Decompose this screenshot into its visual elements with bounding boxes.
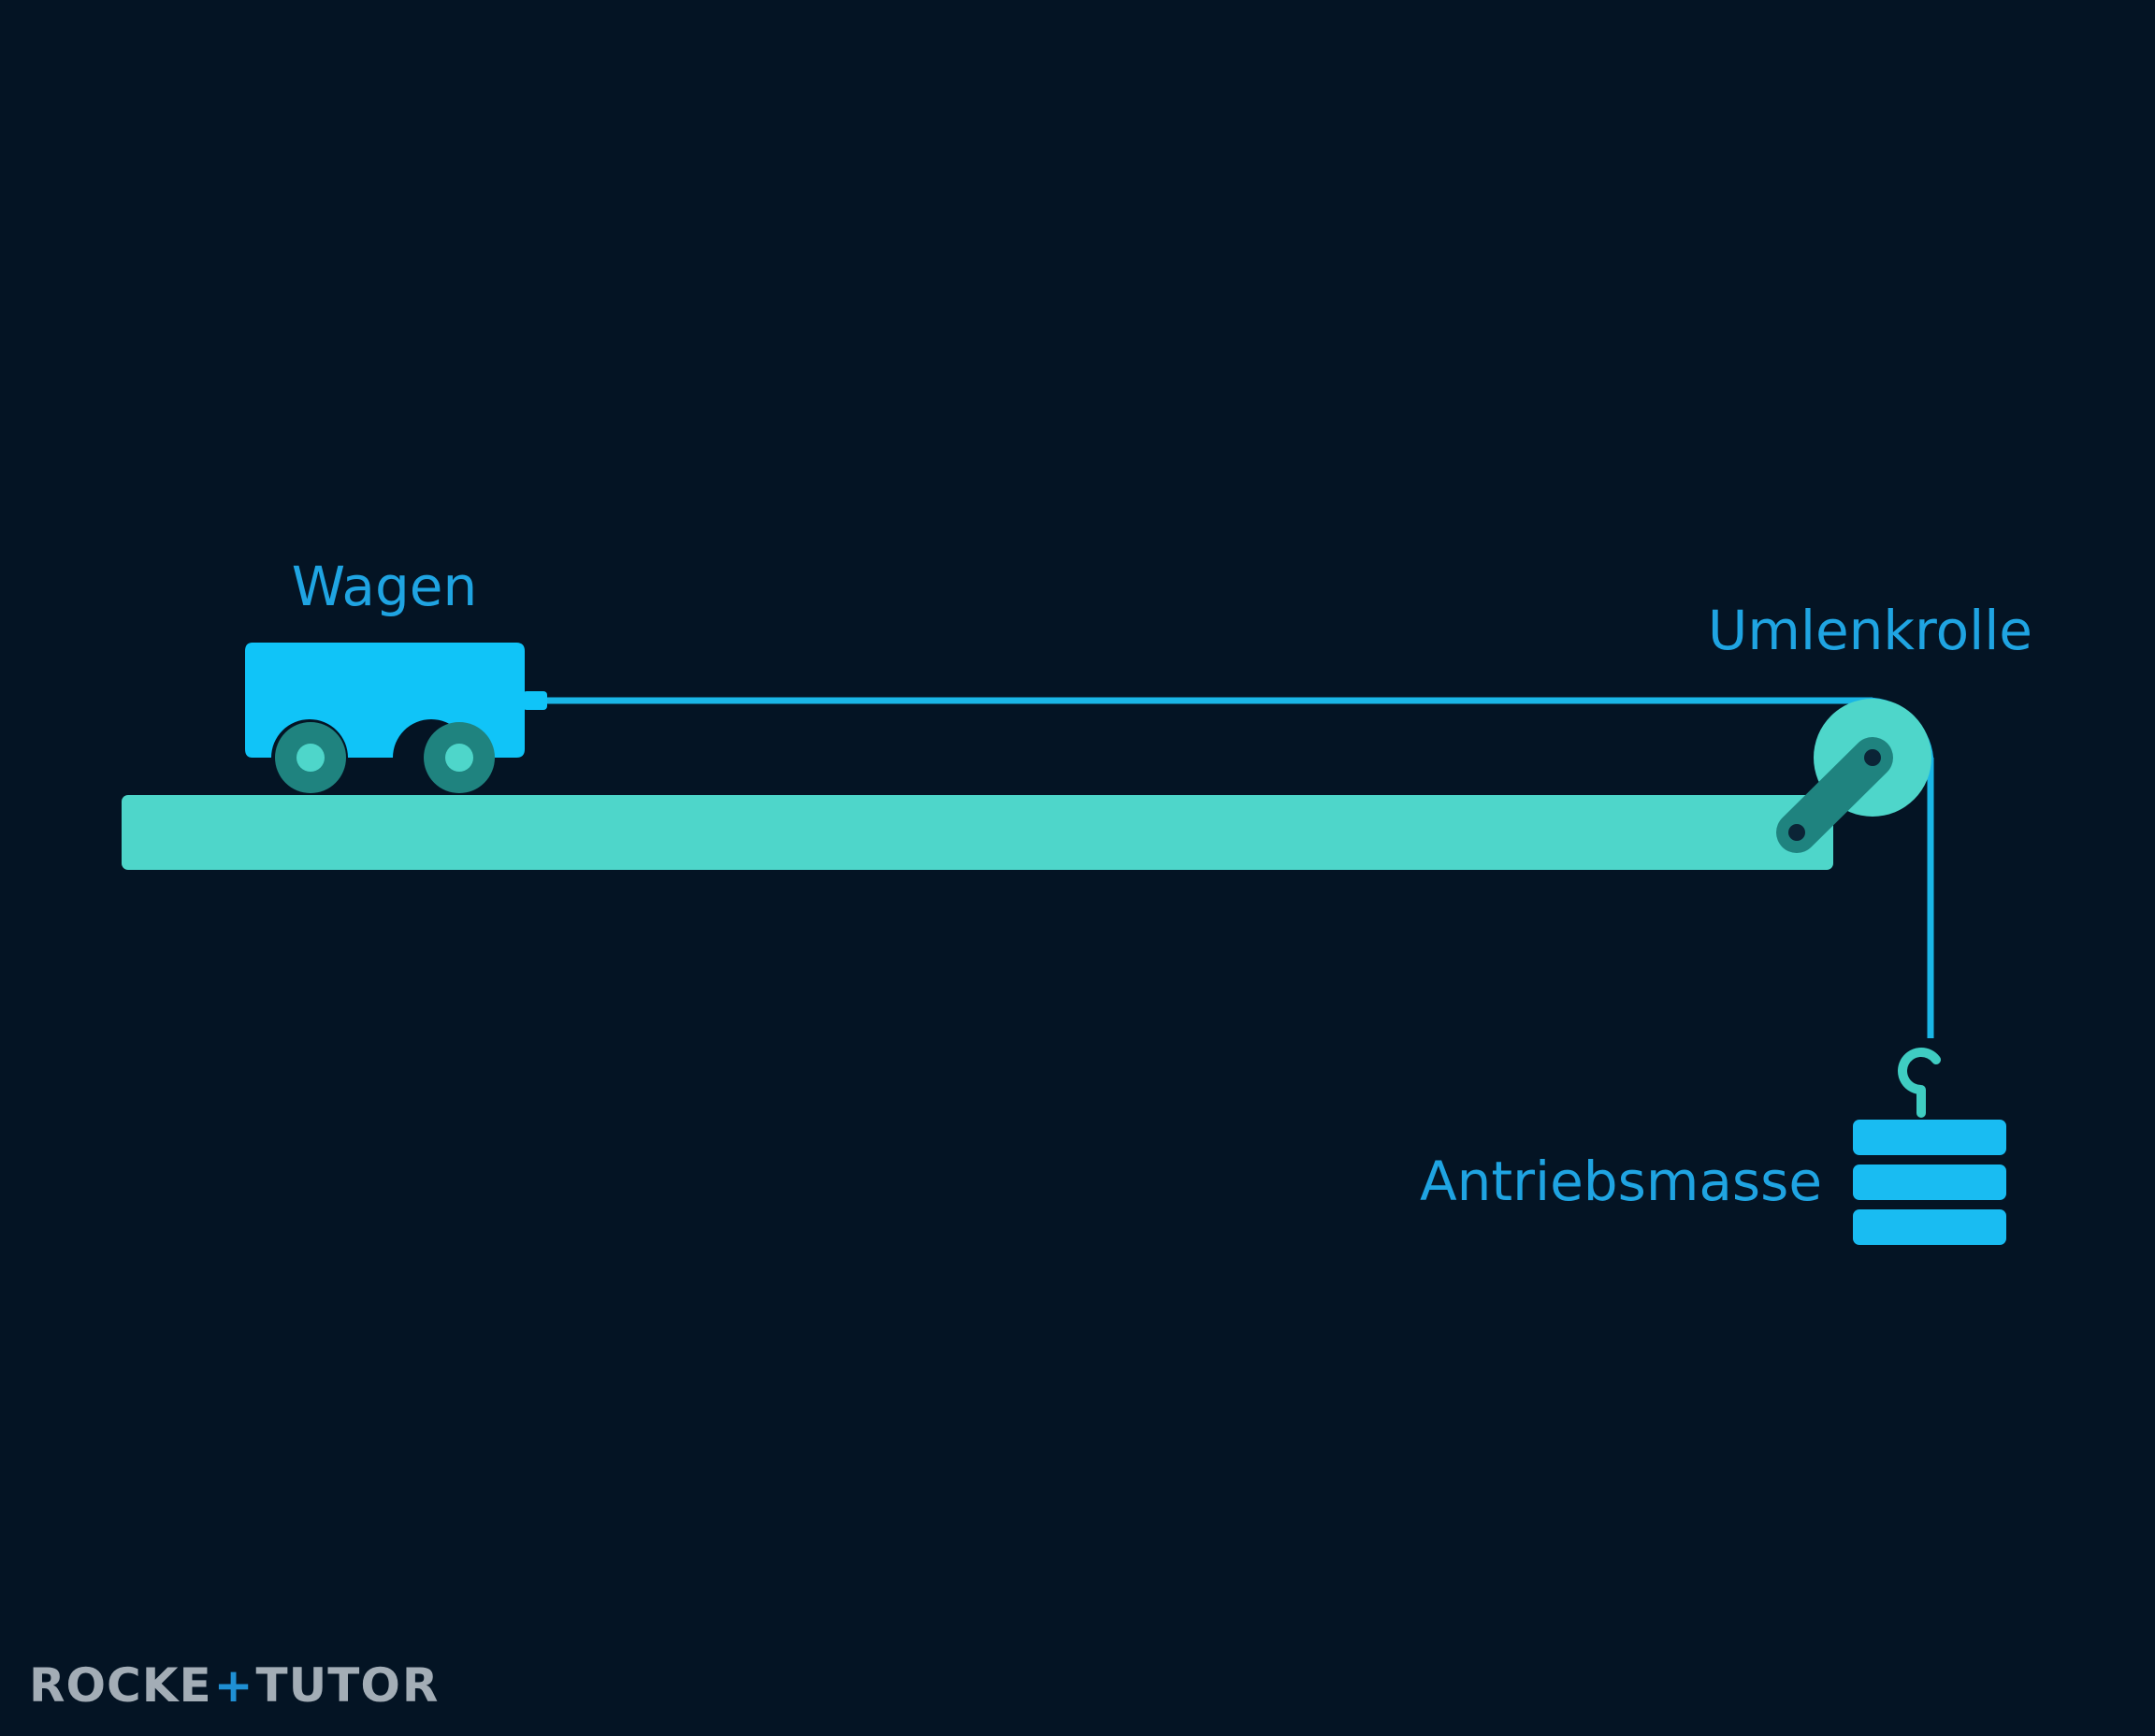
cart-hitch — [523, 691, 547, 710]
wheel-hub-left — [296, 744, 325, 772]
logo-plus-icon: + — [214, 1658, 254, 1713]
hook-icon — [1898, 1048, 1941, 1118]
stacked-weights-icon — [1853, 1120, 2006, 1245]
logo: ROCKE+TUTOR — [29, 1658, 439, 1713]
weight-disc-bottom — [1853, 1209, 2006, 1245]
label-cart: Wagen — [292, 555, 477, 618]
weight-disc-top — [1853, 1120, 2006, 1155]
pulley-bracket — [1776, 737, 1893, 853]
label-hanging-mass: Antriebsmasse — [1420, 1150, 1822, 1213]
logo-text: ROCKE+TUTOR — [29, 1658, 439, 1713]
label-pulley: Umlenkrolle — [1708, 599, 2032, 662]
logo-part-2: TUTO — [256, 1658, 401, 1713]
track — [122, 795, 1833, 870]
pulley-wheel-icon — [1776, 697, 1934, 853]
logo-part-3: R — [402, 1658, 440, 1713]
bracket-bolt — [1788, 824, 1805, 841]
weight-disc-middle — [1853, 1165, 2006, 1200]
cart — [245, 643, 547, 793]
cart-body — [245, 643, 525, 758]
wheel-hub-right — [445, 744, 473, 772]
pulley-axle — [1864, 749, 1881, 766]
logo-part-1: ROCKE — [29, 1658, 212, 1713]
